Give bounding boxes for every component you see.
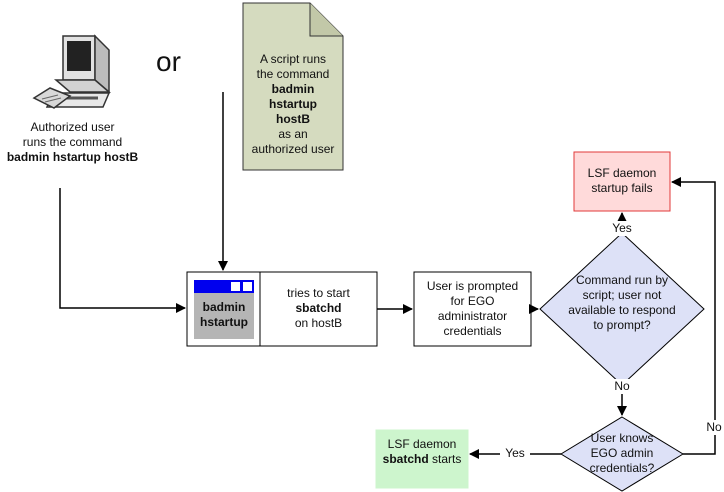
prompt-box-shape	[413, 271, 532, 347]
window-body	[194, 293, 254, 339]
tries-box: tries to start sbatchd on hostB	[260, 286, 377, 331]
decision2-shape	[560, 416, 684, 492]
script-note-line: authorized user	[251, 142, 335, 156]
prompt-box-line: administrator	[437, 309, 508, 323]
label-yes-left: Yes	[500, 446, 530, 461]
authorized-user-line: Authorized user	[30, 120, 115, 134]
success-box-line-2: sbatchd starts	[376, 452, 468, 467]
window-node-label: badmin hstartup	[194, 300, 254, 330]
authorized-user-line: runs the command	[22, 135, 123, 149]
script-note-shape	[242, 2, 344, 171]
window-titlebar-btn	[231, 282, 240, 291]
prompt-box-line: credentials	[443, 324, 502, 338]
connector-decision2-no	[671, 177, 716, 455]
decision1: Command run by script; user not availabl…	[552, 273, 692, 333]
fail-box-line: startup fails	[591, 181, 653, 195]
script-note-command: hostB	[276, 112, 310, 126]
decision2: User knows EGO admin credentials?	[572, 431, 672, 476]
tries-box-line: on hostB	[294, 316, 343, 330]
script-note-line: as an	[278, 127, 308, 141]
success-box-daemon: sbatchd	[382, 452, 429, 466]
authorized-user-command: badmin hstartup hostB	[6, 150, 139, 164]
decision1-line: Command run by	[575, 273, 669, 287]
script-note: A script runs the command badmin hstartu…	[243, 52, 343, 157]
prompt-box-line: for EGO	[450, 294, 495, 308]
fail-box-shape	[573, 151, 671, 212]
fail-box-line: LSF daemon	[587, 166, 657, 180]
decision2-line: credentials?	[589, 461, 655, 475]
or-label: or	[156, 46, 181, 77]
script-note-line: the command	[256, 67, 330, 81]
decision2-line: EGO admin	[590, 446, 654, 460]
connector-user-to-window	[59, 188, 186, 313]
prompt-box-line: User is prompted	[426, 279, 519, 293]
prompt-box: User is prompted for EGO administrator c…	[414, 279, 531, 339]
tries-box-line: tries to start	[287, 286, 350, 300]
decision2-line: User knows	[590, 431, 654, 445]
computer-icon	[32, 34, 112, 109]
script-note-command: badmin	[271, 82, 315, 96]
window-node-line: hstartup	[200, 315, 248, 329]
tries-box-shape	[259, 271, 378, 347]
tries-box-daemon: sbatchd	[295, 301, 342, 315]
note-fold	[309, 3, 343, 37]
success-box-suffix: starts	[432, 452, 462, 466]
decision1-line: script; user not	[582, 288, 662, 302]
window-node-line: badmin	[202, 300, 246, 314]
fail-box: LSF daemon startup fails	[574, 166, 670, 196]
success-box-shape	[375, 429, 469, 489]
script-note-line: A script runs	[259, 52, 327, 66]
success-box-line: LSF daemon	[387, 437, 457, 451]
label-yes-top: Yes	[606, 221, 638, 236]
label-no-down: No	[610, 379, 634, 394]
decision1-line: available to respond	[568, 303, 676, 317]
authorized-user-caption: Authorized user runs the command badmin …	[0, 120, 145, 165]
window-titlebar-btn	[243, 282, 252, 291]
success-box: LSF daemon sbatchd starts	[376, 437, 468, 467]
label-no-right: No	[703, 420, 724, 435]
decision1-line: to prompt?	[593, 318, 651, 332]
script-note-command: hstartup	[269, 97, 317, 111]
